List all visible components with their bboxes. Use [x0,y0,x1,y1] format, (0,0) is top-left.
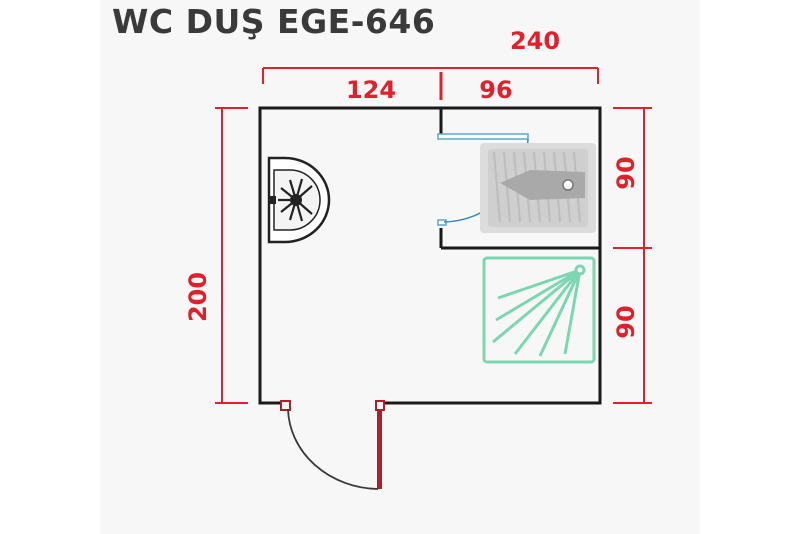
squat-toilet-icon [480,143,596,233]
walls [258,106,602,405]
plan-title: WC DUŞ EGE-646 [112,2,436,41]
shower-tray-icon [482,256,596,364]
dim-total-width: 240 [510,27,560,55]
dim-wc-height: 90 [612,156,640,189]
dim-left-width: 124 [346,76,396,104]
dim-right-width: 96 [479,76,512,104]
dim-total-height: 200 [184,272,212,322]
dimension-lines [215,67,652,404]
dim-shower-height: 90 [612,305,640,338]
entrance-door [280,400,385,490]
sink-icon [267,156,331,244]
